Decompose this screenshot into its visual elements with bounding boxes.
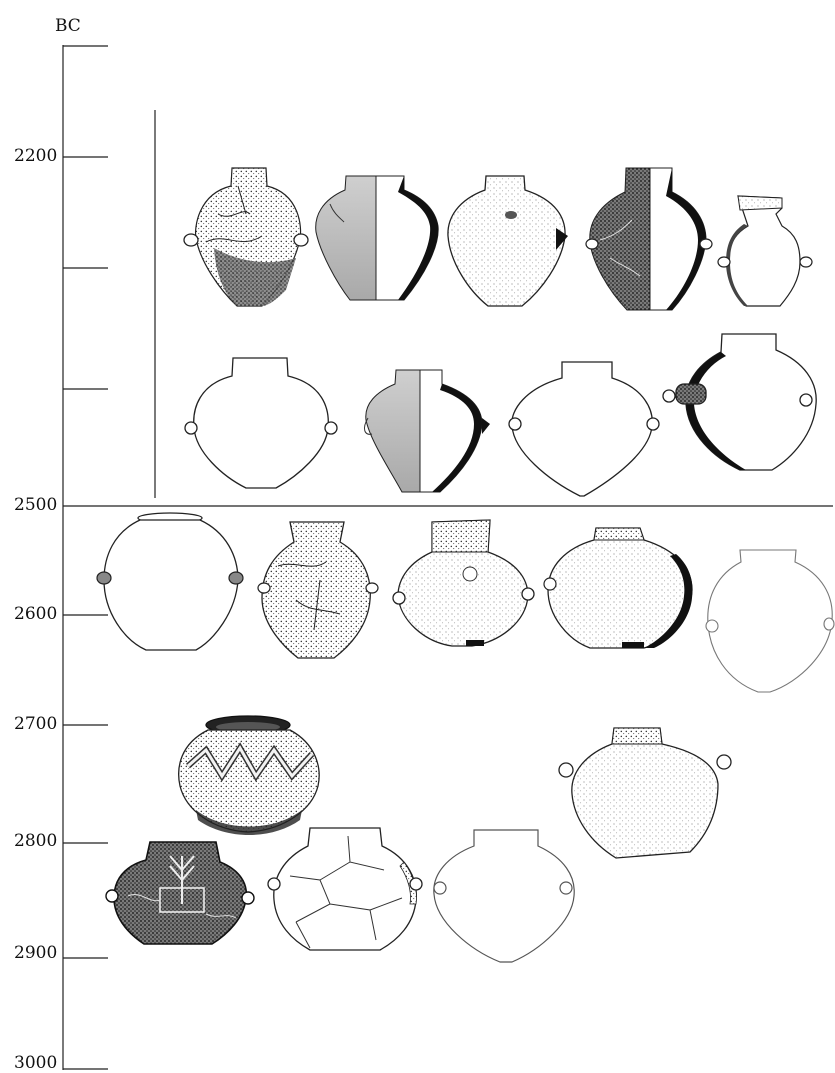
vessel [718, 196, 812, 306]
vessel [706, 550, 834, 692]
vessel [559, 728, 731, 858]
vessel [268, 828, 422, 950]
vessel [586, 168, 712, 310]
vessel [258, 522, 378, 658]
vessel [97, 513, 243, 650]
time-axis [63, 45, 108, 1070]
vessel [106, 842, 254, 944]
vessel [663, 334, 816, 470]
vessel [434, 830, 574, 962]
vessel [393, 520, 534, 646]
vessel [179, 716, 319, 835]
vessel [316, 176, 438, 300]
vessel [509, 362, 659, 496]
vessel [185, 358, 337, 488]
vessel [544, 528, 692, 648]
vessel [365, 370, 490, 492]
vessel [448, 176, 568, 306]
vessel [184, 168, 308, 306]
